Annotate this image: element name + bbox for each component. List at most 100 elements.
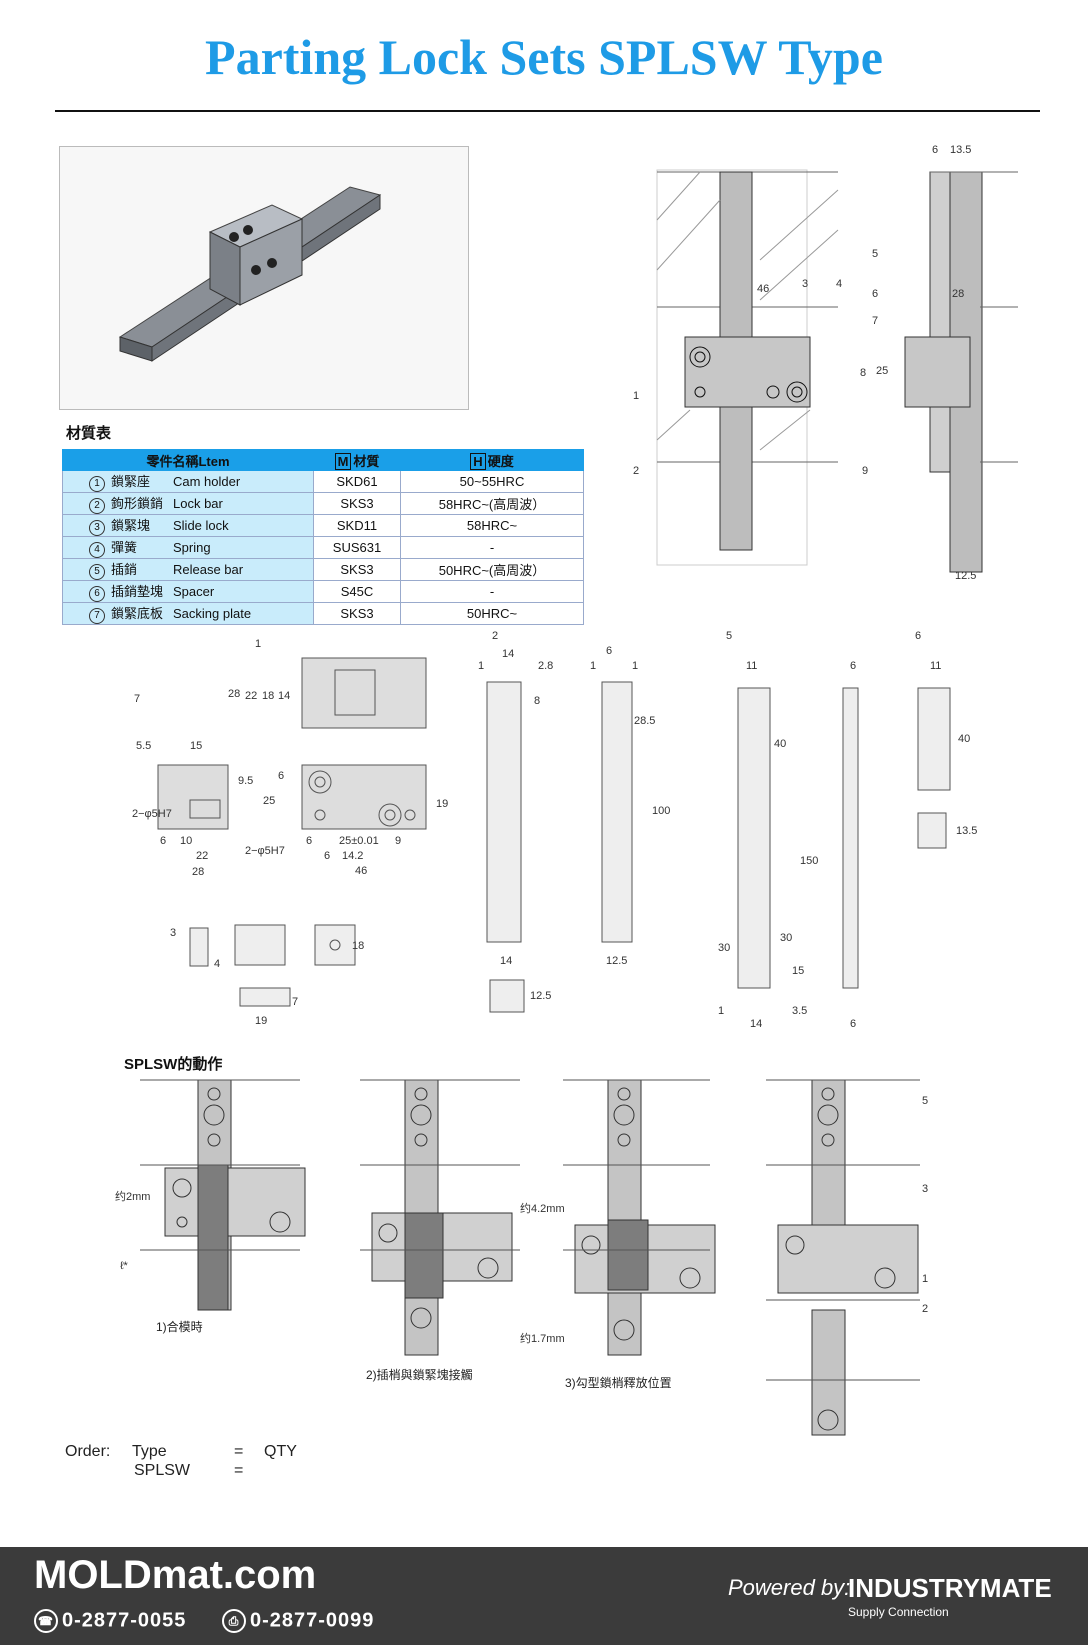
material-cell: SUS631: [313, 536, 401, 559]
callout-label: 6: [872, 288, 879, 300]
callout-label: 1: [633, 390, 640, 402]
item-number: 3: [89, 520, 105, 536]
callout-label: 4: [836, 278, 843, 290]
callout-label: 3: [922, 1183, 929, 1195]
item-name-en: Spring: [173, 540, 211, 555]
material-cell: SKD11: [313, 514, 401, 537]
order-equals: =: [234, 1443, 244, 1460]
callout-label: 7: [872, 315, 879, 327]
dim-label: 14: [502, 648, 515, 660]
dim-label: 9.5: [238, 775, 254, 787]
column-header-item: 零件名稱Ltem: [62, 449, 314, 471]
dim-label: 46: [355, 865, 368, 877]
part-label: 3: [170, 927, 177, 939]
dim-label: 28: [228, 688, 241, 700]
item-name-zh: 彈簧: [111, 540, 138, 555]
item-name-en: Sacking plate: [173, 606, 252, 621]
dim-label: 3.5: [792, 1005, 808, 1017]
dim-label: 8: [534, 695, 541, 707]
dim-label: 100: [652, 805, 671, 817]
callout-label: 3: [802, 278, 809, 290]
dim-label: 1: [718, 1005, 725, 1017]
phone-icon: ☎: [34, 1609, 58, 1633]
dim-label: 22: [245, 690, 258, 702]
dim-label: 15: [792, 965, 805, 977]
part-label: 1: [255, 638, 262, 650]
callout-label: 2: [633, 465, 640, 477]
dim-label: 25±0.01: [339, 835, 379, 847]
hole-icon: [251, 265, 261, 275]
dim-label: 6: [160, 835, 167, 847]
hole-icon: [243, 225, 253, 235]
item-number: 6: [89, 586, 105, 602]
dim-label: 28.5: [634, 715, 656, 727]
item-name-zh: 鉤形鎖銷: [111, 496, 164, 511]
dim-label: 46: [757, 283, 770, 295]
technical-drawings: [140, 169, 1018, 1436]
brand-name[interactable]: MOLDmat.com: [34, 1553, 317, 1597]
dim-label: 19: [436, 798, 449, 810]
item-name-zh: 鎖緊塊: [111, 518, 151, 533]
fax-number[interactable]: ⎙0-2877-0099: [222, 1609, 374, 1633]
hardness-cell: 58HRC~: [400, 514, 584, 537]
dim-label: 22: [196, 850, 209, 862]
partner-logo[interactable]: INDUSTRYMATE: [848, 1573, 1052, 1603]
dim-label: 2−φ5H7: [132, 808, 172, 820]
item-name-en: Cam holder: [173, 474, 241, 489]
order-qty-label: QTY: [264, 1443, 297, 1460]
part-label: 5: [726, 630, 733, 642]
dim-label: 6: [278, 770, 285, 782]
dim-label: 28: [952, 288, 965, 300]
step-caption: 2)插梢與鎖緊塊接觸: [366, 1368, 473, 1382]
dim-label: 11: [930, 660, 942, 672]
product-illustration: [118, 186, 382, 362]
dim-label: 5.5: [136, 740, 152, 752]
item-number: 2: [89, 498, 105, 514]
item-name-zh: 插銷: [111, 562, 138, 577]
order-type-label: Type: [132, 1443, 167, 1460]
item-name-en: Release bar: [173, 562, 244, 577]
dim-label: 约2mm: [115, 1191, 151, 1203]
callout-label: 5: [922, 1095, 929, 1107]
hardness-badge: H: [470, 452, 486, 470]
assembly-drawing: [656, 169, 1018, 573]
dim-label: 14: [750, 1018, 763, 1030]
item-name-en: Spacer: [173, 584, 215, 599]
dim-label: 6: [850, 660, 857, 672]
step-caption: 3)勾型鎖梢釋放位置: [565, 1376, 672, 1390]
dim-label: 6: [606, 645, 613, 657]
item-name-en: Slide lock: [173, 518, 229, 533]
phone-number[interactable]: ☎0-2877-0055: [34, 1609, 186, 1633]
action-drawings: [140, 1079, 920, 1436]
order-label: Order:: [65, 1443, 111, 1460]
part-label: 2: [492, 630, 499, 642]
dim-label: 12.5: [955, 570, 977, 582]
order-equals-2: =: [234, 1462, 244, 1479]
dim-label: 约4.2mm: [520, 1203, 565, 1215]
item-number: 1: [89, 476, 105, 492]
item-number: 5: [89, 564, 105, 580]
part-label: 7: [134, 693, 141, 705]
dim-label: 13.5: [950, 144, 972, 156]
dim-label: 7: [292, 996, 299, 1008]
dim-label: 1: [590, 660, 597, 672]
dim-label: 2−φ5H7: [245, 845, 285, 857]
item-cell: 5 插銷 Release bar: [62, 558, 314, 581]
dim-label: 6: [932, 144, 939, 156]
dim-label: ℓ*: [120, 1260, 128, 1272]
dim-label: 9: [395, 835, 402, 847]
dim-label: 25: [263, 795, 276, 807]
dim-label: 6: [306, 835, 313, 847]
fax-icon: ⎙: [222, 1609, 246, 1633]
hole-icon: [229, 232, 239, 242]
material-badge: M: [334, 452, 352, 470]
dim-label: 25: [876, 365, 889, 377]
dim-label: 1: [478, 660, 485, 672]
dim-label: 11: [746, 660, 758, 672]
